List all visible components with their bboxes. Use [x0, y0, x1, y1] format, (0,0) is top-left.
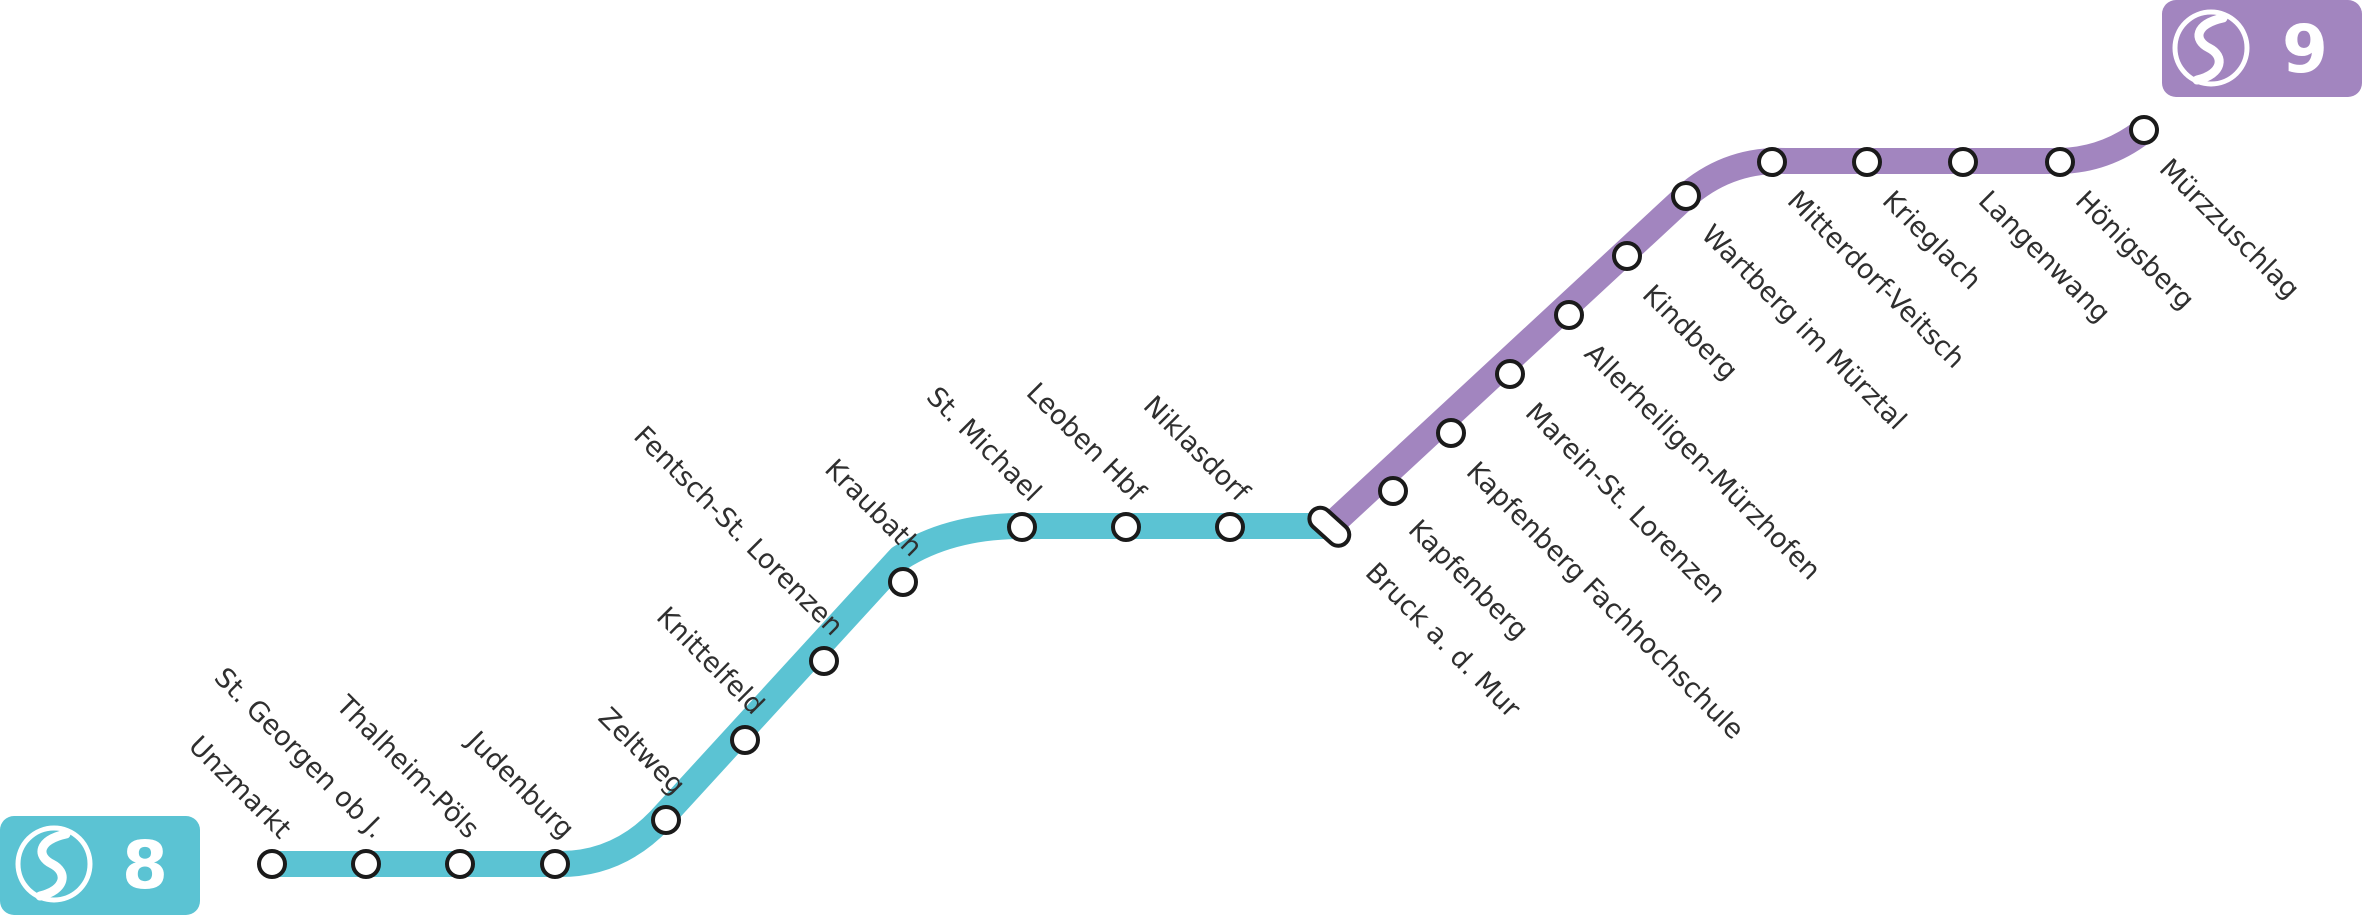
station-marker[interactable] — [257, 849, 287, 879]
station-marker[interactable] — [1111, 512, 1141, 542]
station-marker[interactable] — [651, 805, 681, 835]
s8-badge-number: 8 — [122, 827, 168, 904]
station-marker[interactable] — [1495, 359, 1525, 389]
s9-line-badge: 9 — [2162, 0, 2362, 97]
station-langenwang: Langenwang — [1948, 147, 2116, 329]
station-marker[interactable] — [1215, 512, 1245, 542]
station-marker[interactable] — [1948, 147, 1978, 177]
station-label-niklasdorf: Niklasdorf — [1137, 390, 1256, 509]
station-zeltweg: Zeltweg — [592, 702, 691, 835]
station-marker[interactable] — [1554, 300, 1584, 330]
station-marker[interactable] — [351, 849, 381, 879]
station-marker[interactable] — [1671, 181, 1701, 211]
station-label-zeltweg: Zeltweg — [592, 702, 691, 801]
station-label-st-georgen-ob-j: St. Georgen ob J. — [208, 662, 391, 845]
s8-badge-background — [0, 816, 200, 915]
station-marker[interactable] — [888, 567, 918, 597]
station-label-knittelfeld: Knittelfeld — [650, 601, 770, 721]
s8-line-badge: 8 — [0, 816, 200, 915]
interchange-station — [1305, 503, 1354, 550]
s-bahn-logo-icon — [2172, 9, 2250, 87]
station-marker[interactable] — [2129, 115, 2159, 145]
station-marker[interactable] — [1852, 147, 1882, 177]
station-label-marein-st-lorenzen: Marein-St. Lorenzen — [1519, 397, 1731, 609]
station-knittelfeld: Knittelfeld — [650, 601, 770, 755]
s-bahn-logo-icon — [15, 825, 93, 903]
station-marker[interactable] — [730, 725, 760, 755]
interchange-station-marker[interactable] — [1305, 503, 1354, 550]
station-label-kraubath: Kraubath — [818, 453, 928, 563]
station-marker[interactable] — [1378, 476, 1408, 506]
station-marker[interactable] — [540, 849, 570, 879]
station-label-fentsch-st-lorenzen: Fentsch-St. Lorenzen — [627, 420, 848, 641]
station-label-kindberg: Kindberg — [1636, 279, 1743, 386]
station-marker[interactable] — [1612, 241, 1642, 271]
station-marker[interactable] — [445, 849, 475, 879]
station-marker[interactable] — [1007, 512, 1037, 542]
station-marein-st-lorenzen: Marein-St. Lorenzen — [1495, 359, 1731, 609]
station-label-bruck-a-d-mur: Bruck a. d. Mur — [1359, 557, 1527, 725]
station-label-wartberg-im-murztal: Wartberg im Mürztal — [1695, 219, 1912, 436]
station-wartberg-im-murztal: Wartberg im Mürztal — [1671, 181, 1912, 436]
station-marker[interactable] — [809, 646, 839, 676]
station-marker[interactable] — [1757, 147, 1787, 177]
station-marker[interactable] — [1436, 418, 1466, 448]
s8-line-track — [259, 513, 1343, 877]
station-label-allerheiligen-murzhofen: Allerheiligen-Mürzhofen — [1578, 338, 1826, 586]
s9-badge-number: 9 — [2282, 11, 2328, 88]
station-thalheim-pols: Thalheim-Pöls — [329, 689, 485, 879]
s9-line-track — [1317, 119, 2155, 539]
station-marker[interactable] — [2045, 147, 2075, 177]
